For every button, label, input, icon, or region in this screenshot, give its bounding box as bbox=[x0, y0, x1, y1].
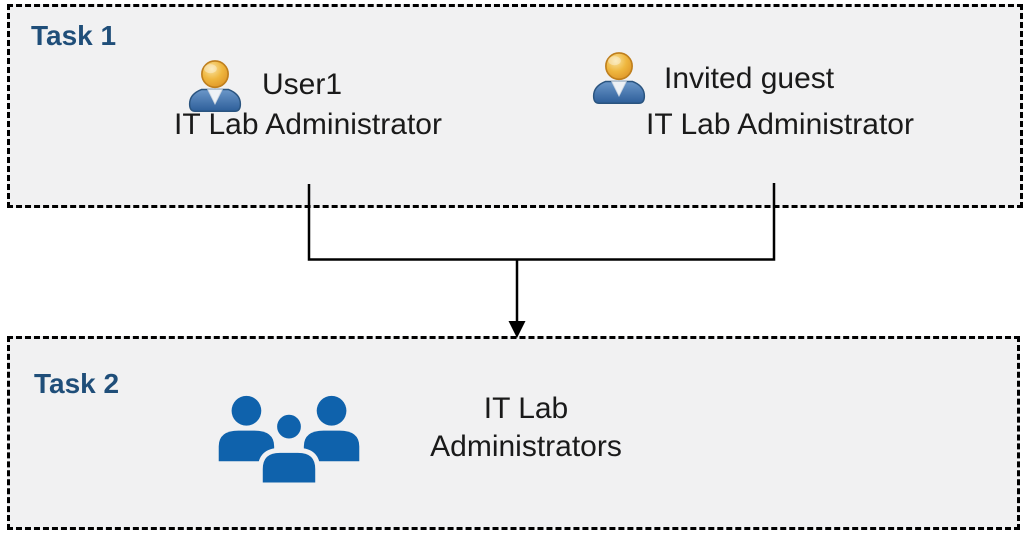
group-name: IT Lab Administrators bbox=[394, 390, 658, 466]
task1-label: Task 1 bbox=[31, 20, 117, 51]
person-icon bbox=[590, 47, 648, 107]
group-name-line2: Administrators bbox=[430, 430, 622, 463]
people-group-icon bbox=[216, 389, 362, 486]
user1-name: User1 bbox=[262, 68, 343, 101]
user1-role: IT Lab Administrator bbox=[174, 108, 442, 141]
invited-guest-name: Invited guest bbox=[664, 62, 835, 95]
person-icon bbox=[186, 55, 244, 115]
invited-guest-role: IT Lab Administrator bbox=[646, 108, 914, 141]
group-name-line1: IT Lab bbox=[483, 392, 569, 425]
task1-box bbox=[7, 4, 1023, 208]
task2-label: Task 2 bbox=[34, 368, 120, 399]
